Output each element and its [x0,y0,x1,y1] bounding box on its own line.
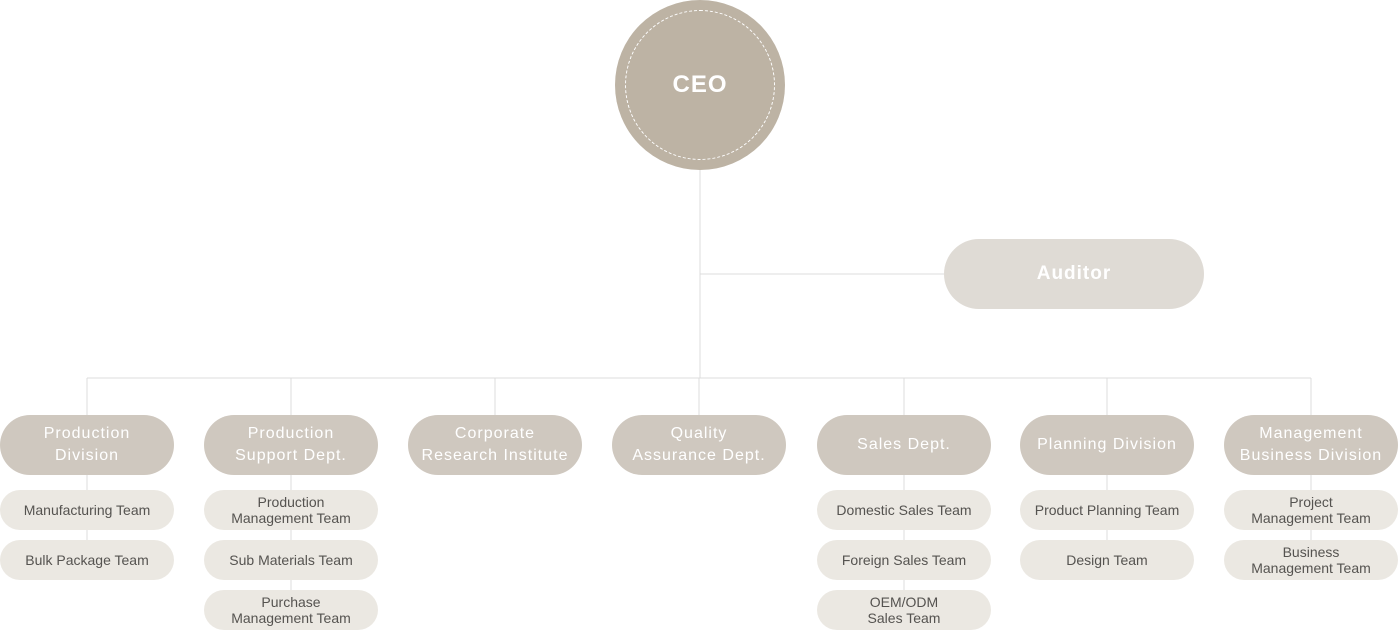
ceo-node: CEO [615,0,785,170]
team-node: Bulk Package Team [0,540,174,580]
team-node: Business Management Team [1224,540,1398,580]
team-node: Production Management Team [204,490,378,530]
team-node: Manufacturing Team [0,490,174,530]
team-node: Project Management Team [1224,490,1398,530]
division-node: Management Business Division [1224,415,1398,475]
team-node: Purchase Management Team [204,590,378,630]
team-node: Domestic Sales Team [817,490,991,530]
ceo-label: CEO [672,71,728,98]
auditor-node: Auditor [944,239,1204,309]
team-node: Design Team [1020,540,1194,580]
division-node: Planning Division [1020,415,1194,475]
division-node: Production Support Dept. [204,415,378,475]
division-node: Quality Assurance Dept. [612,415,786,475]
ceo-dashed-ring [625,10,775,160]
team-node: Product Planning Team [1020,490,1194,530]
team-node: Foreign Sales Team [817,540,991,580]
division-node: Corporate Research Institute [408,415,582,475]
team-node: OEM/ODM Sales Team [817,590,991,630]
team-node: Sub Materials Team [204,540,378,580]
division-node: Sales Dept. [817,415,991,475]
division-node: Production Division [0,415,174,475]
